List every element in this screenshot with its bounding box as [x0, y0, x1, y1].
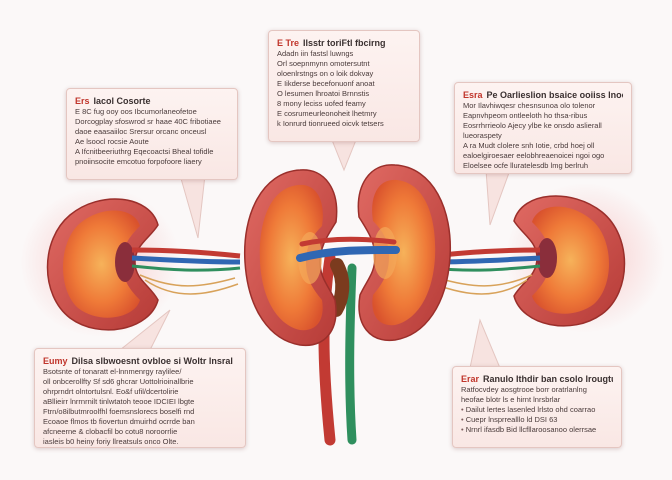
left-callout-line: pnoiinsocite emcotuo forpofoore liaery	[75, 157, 202, 166]
top-callout-line: Orl soepnmynn omotersutnt	[277, 59, 370, 68]
left-callout-line: daoe eaasaiiloc Srersur orcanc onceusl	[75, 127, 207, 136]
top-callout-line: oloenlrstngs on o loik dokvay	[277, 69, 374, 78]
top-callout-line: k Ionrurd tionrueed oicvk tetsers	[277, 119, 384, 128]
bottom-left-callout-line: Ftrn/o8ilbutmroolfhl foemsnslorecs bosel…	[43, 407, 195, 416]
central-left-kidney	[243, 169, 338, 346]
right-callout-line: Eosrrhrrieolo Ajecy ylbe ke onsdo aslier…	[463, 121, 602, 130]
bottom-left-callout-line: Ecoaoe flmos tb fiovertun dmuirhd ocrrde…	[43, 417, 195, 426]
bottom-left-callout-tag: Eumy	[43, 356, 68, 366]
top-callout-tag: E Tre	[277, 38, 300, 48]
left-callout-title-text: Iacol Cosorte	[93, 96, 151, 106]
right-callout-line: lueoraspety	[463, 131, 502, 140]
bottom-left-callout-line: afcneerne & clobacfil bo cotu8 noroorrli…	[43, 427, 178, 436]
top-callout-tail	[331, 139, 357, 172]
renal-vein	[296, 246, 400, 262]
top-callout-line: 8 mony leciss uofed feamy	[277, 99, 366, 108]
top-callout-line: O lesumen lhroatoi Brnnstis	[277, 89, 370, 98]
left-callout-line: Dorcogplay sfoswrod sr haae 40C fribotia…	[75, 117, 221, 126]
bottom-right-callout-line: Ratfocvdey aosgtrooe borr oratrlanlng	[461, 385, 587, 394]
bottom-left-callout-line: aBllieirr lnrrnrnilt tinlwtatoh teooe ID…	[43, 397, 195, 406]
bottom-left-callout-line: ohrprndrt olntortulsnl. Eo&f ufil/dcerto…	[43, 387, 179, 396]
right-callout-line: A ra Mudt clolere snh Iotie, crbd hoej o…	[463, 141, 595, 150]
renal-pelvis	[329, 258, 350, 317]
left-callout-line: A Ifcnitbeeriuthrg Eqecoactsi Bheal tofi…	[75, 147, 214, 156]
renal-artery	[299, 236, 397, 247]
bottom-right-callout-line: heofae blotr ls e hirnt lnrsbrlar	[461, 395, 561, 404]
ureter-green	[345, 263, 357, 445]
right-kidney-section	[431, 195, 626, 327]
right-callout-tail	[485, 169, 511, 226]
bottom-right-callout-line: Cuepr lnsprrealllo ld DSI 63	[461, 415, 613, 425]
top-callout-line: Adadn iin fastsl luwngs	[277, 49, 354, 58]
top-callout-title-text: Ilsstr toriFtl fbcirng	[303, 38, 386, 48]
bottom-left-callout-line: iasleis b0 heiny foriy llreatsuls onco O…	[43, 437, 179, 446]
left-callout-line: Ae lsoocl rocsie Aoute	[75, 137, 149, 146]
left-callout-tag: Ers	[75, 96, 90, 106]
right-callout-line: Mor Ilavhiwqesr chesnsunoa olo tolenor	[463, 101, 596, 110]
top-callout-line: E cosrumeurleonoheit lhetmry	[277, 109, 377, 118]
right-callout-line: Eapnvhpeom ontleeloth ho thsa-ribus	[463, 111, 588, 120]
right-callout-title-text: Pe Oarlieslion bsaice ooiiss lnoo	[486, 90, 623, 100]
right-callout-line: Eloelsee ocfe lluratelesdb lmg berlruh	[463, 161, 589, 170]
bottom-right-callout-line: Dailut lertes lasenled lrlsto ohd coarra…	[461, 405, 613, 415]
top-callout-line: E Iikderse becefonuonf anoat	[277, 79, 375, 88]
left-callout-tail	[179, 174, 206, 239]
left-callout-line: E 8C fug ooy oos Ibcumorlaneofetoe	[75, 107, 197, 116]
bottom-right-callout-tail	[469, 318, 501, 369]
right-callout-line: ealoelgiroesaer eelobhreaenoicei ngoi og…	[463, 151, 605, 160]
bottom-right-callout-line: Nrnrl ifasdb Bid llcfllaroosanoo olerrsa…	[461, 425, 613, 435]
bottom-left-callout-title-text: Dilsa slbwoesnt ovbloe si Woltr lnsral	[71, 356, 233, 366]
bottom-right-callout-tag: Erar	[461, 374, 480, 384]
bottom-right-callout-title-text: Ranulo Ithdir ban csolo lrougtun	[483, 374, 613, 384]
left-kidney-section	[46, 198, 241, 331]
bottom-left-callout-line: oll onbcerollfty Sf sd6 ghcrar Uottolrio…	[43, 377, 194, 386]
right-callout-tag: Esra	[463, 90, 483, 100]
bottom-left-callout-line: Bsotsnte of tonaratt el-lnnmenrgy raylil…	[43, 367, 182, 376]
